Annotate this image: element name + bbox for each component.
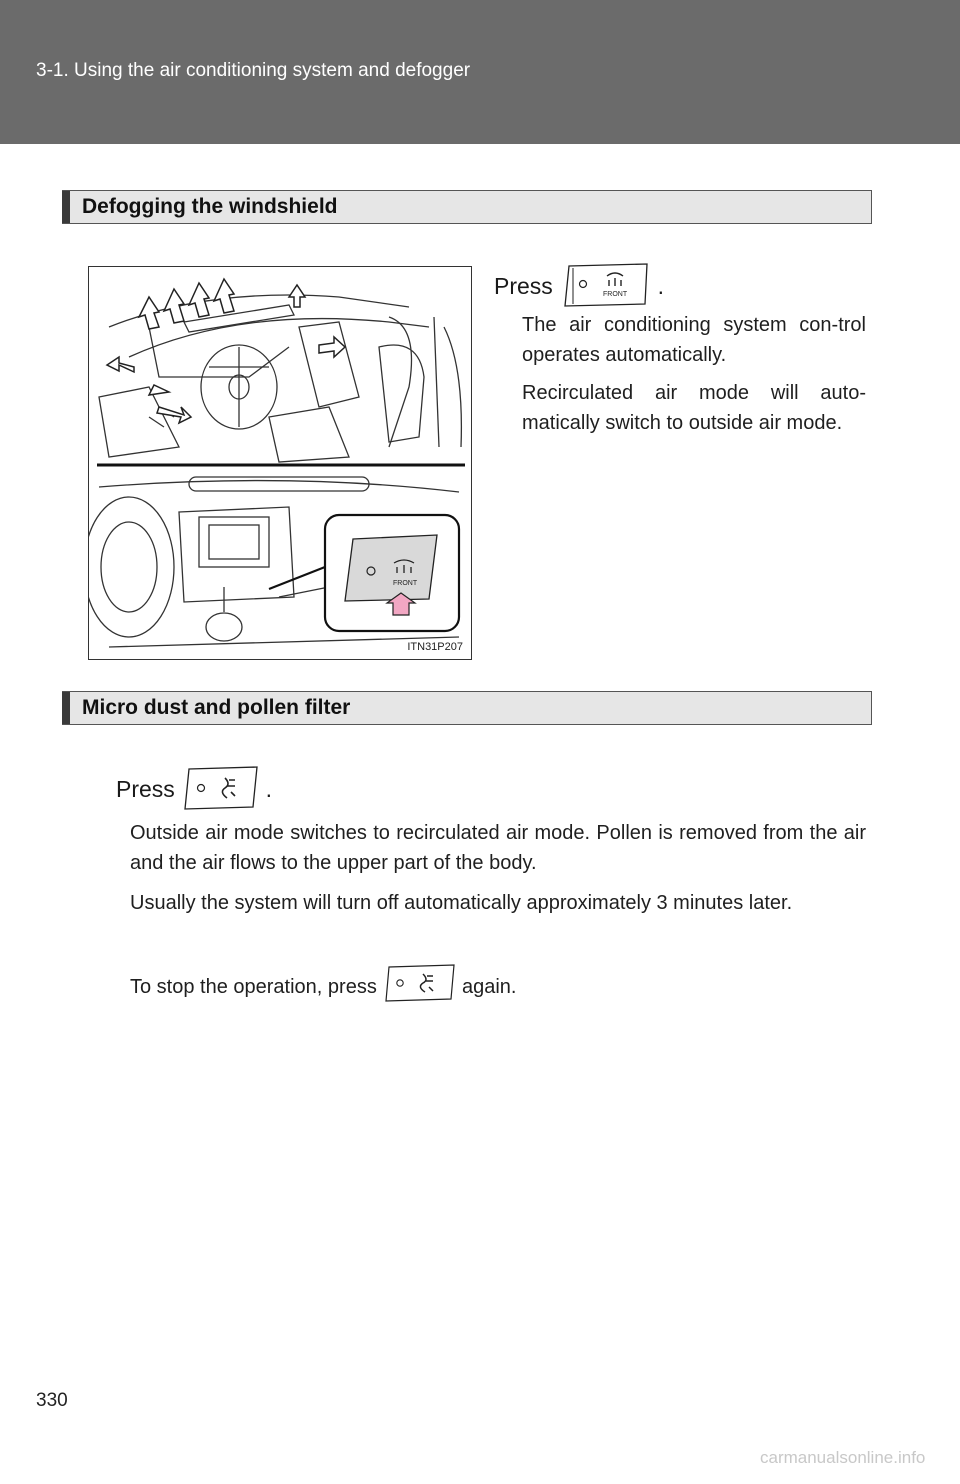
press-instruction-front: Press FRONT . [494,262,664,314]
site-watermark: carmanualsonline.info [760,1448,926,1467]
section-heading-defogging: Defogging the windshield [62,190,872,224]
pollen-filter-button-icon [382,964,456,1011]
defog-paragraph-2: Recirculated air mode will auto-maticall… [522,382,866,434]
dashboard-illustration: FRONT ITN31P207 [83,266,472,660]
page-header: 3-1. Using the air conditioning system a… [0,0,960,144]
pollen-paragraph-1: Outside air mode switches to recirculate… [130,822,866,874]
svg-text:FRONT: FRONT [603,291,628,298]
section-heading-text: Defogging the windshield [82,195,338,218]
section-heading-text: Micro dust and pollen filter [82,696,351,719]
chapter-title: 3-1. Using the air conditioning system a… [36,60,471,81]
figure-code: ITN31P207 [407,641,463,653]
dashboard-drawing: FRONT [83,277,465,648]
page-number: 330 [36,1390,68,1411]
press-instruction-pollen: Press . [116,766,272,816]
pollen-filter-button-icon [181,766,259,816]
svg-text:FRONT: FRONT [393,580,418,587]
section-heading-micro-dust: Micro dust and pollen filter [62,691,872,725]
pollen-paragraph-3: To stop the operation, press again. [130,964,866,1011]
defog-paragraph-1: The air conditioning system con-trol ope… [522,314,866,366]
pollen-paragraph-2: Usually the system will turn off automat… [130,892,793,914]
front-defroster-button-icon: FRONT [559,262,651,314]
